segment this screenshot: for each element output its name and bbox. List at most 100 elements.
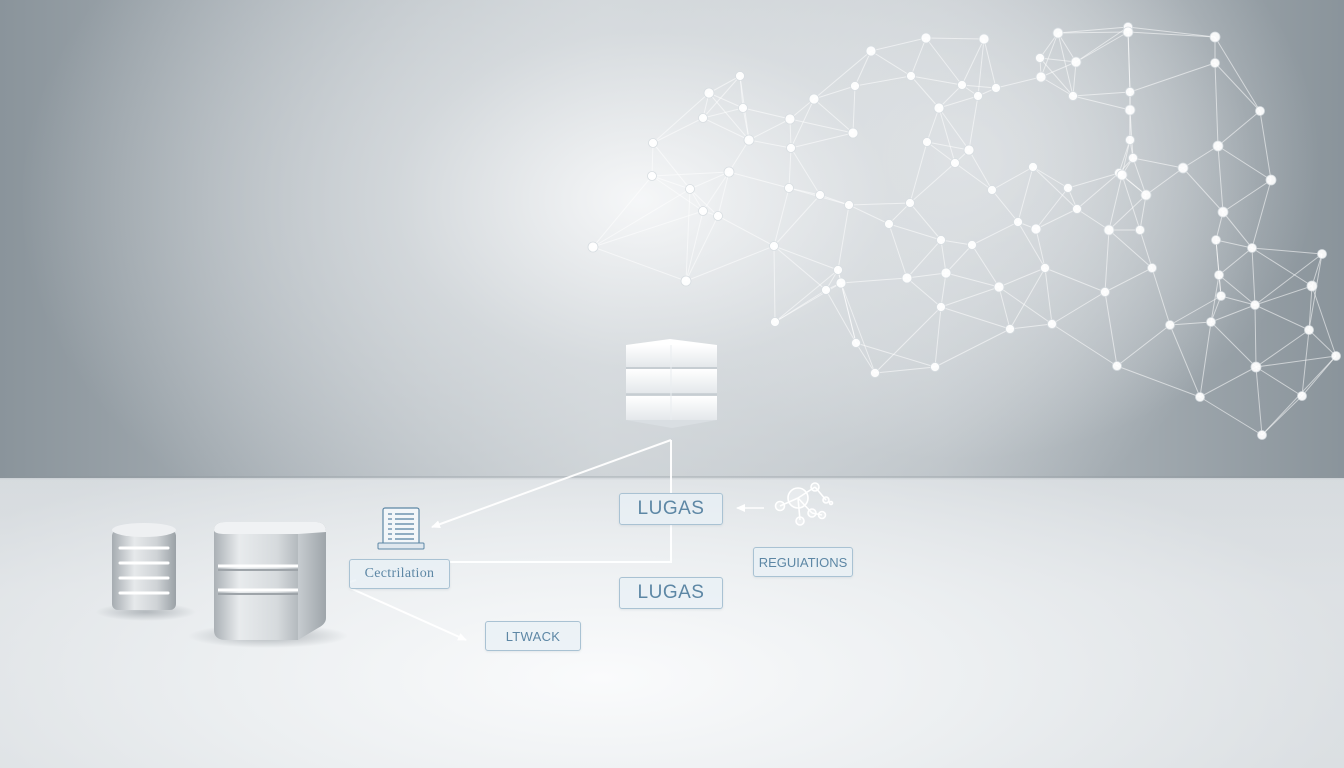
network-node: [870, 368, 880, 378]
network-node: [1210, 58, 1220, 68]
network-edge: [1009, 323, 1053, 330]
network-node: [1047, 319, 1057, 329]
network-edge: [1217, 145, 1272, 181]
network-edge: [1051, 323, 1118, 367]
network-edge: [1108, 194, 1147, 231]
network-node: [1135, 225, 1145, 235]
network-edge: [1132, 157, 1184, 169]
network-node: [1063, 183, 1073, 193]
network-edge: [702, 117, 750, 141]
network-edge: [1076, 208, 1110, 231]
network-edge: [813, 50, 872, 100]
network-node: [1040, 263, 1050, 273]
network-edge: [790, 132, 854, 149]
network-edge: [1218, 274, 1256, 306]
network-edge: [1057, 26, 1129, 34]
network-edge: [1040, 32, 1059, 78]
certification-label[interactable]: Cectrilation: [349, 559, 450, 589]
network-edge: [968, 95, 979, 151]
network-edge: [1044, 267, 1053, 325]
network-edge: [888, 223, 942, 241]
network-node: [957, 80, 967, 90]
network-edge: [1182, 167, 1224, 213]
network-node: [1250, 300, 1260, 310]
network-edge: [910, 37, 927, 77]
network-node: [770, 317, 780, 327]
network-node: [901, 272, 913, 284]
network-edge: [1222, 211, 1253, 249]
network-edge: [1044, 267, 1106, 293]
network-edge: [1255, 329, 1310, 368]
regulations-label[interactable]: REGUIATIONS: [753, 547, 853, 577]
network-edge: [1132, 157, 1147, 196]
network-edge: [651, 175, 704, 212]
network-edge: [1254, 304, 1310, 331]
network-node: [808, 93, 820, 105]
network-node: [735, 71, 745, 81]
network-edge: [592, 210, 704, 248]
network-edge: [592, 188, 691, 248]
network-edge: [1104, 291, 1118, 367]
network-edge: [995, 76, 1042, 89]
network-edge: [1182, 145, 1219, 169]
network-edge: [940, 306, 1011, 330]
network-edge: [938, 107, 956, 164]
network-edge: [1301, 329, 1310, 397]
network-edge: [906, 277, 942, 308]
network-edge: [1129, 109, 1134, 159]
network-edge: [854, 75, 912, 87]
network-edge: [1301, 355, 1337, 397]
network-edge: [1251, 247, 1313, 287]
network-node: [713, 211, 723, 221]
network-edge: [1254, 253, 1323, 306]
network-node: [1100, 287, 1110, 297]
network-edge: [934, 306, 942, 368]
network-edge: [926, 141, 970, 151]
network-edge: [1199, 321, 1212, 398]
network-edge: [1199, 396, 1263, 436]
network-node: [1255, 106, 1265, 116]
network-edge: [825, 289, 857, 344]
network-edge: [854, 50, 872, 87]
network-edge: [708, 92, 750, 141]
network-edge: [1308, 285, 1313, 331]
network-edge: [961, 38, 985, 86]
network-edge: [773, 194, 821, 247]
network-edge: [774, 269, 839, 323]
network-node: [698, 206, 708, 216]
network-edge: [925, 37, 963, 86]
network-edge: [991, 166, 1034, 191]
network-edge: [998, 267, 1046, 288]
lugas-label-top[interactable]: LUGAS: [619, 493, 723, 525]
network-node: [1070, 56, 1082, 68]
network-edge: [1035, 208, 1078, 230]
network-edge: [1129, 62, 1216, 93]
network-edge: [1017, 221, 1046, 269]
network-edge: [652, 117, 704, 144]
network-edge: [852, 85, 856, 134]
network-edge: [938, 95, 979, 109]
network-edge: [708, 92, 744, 109]
network-edge: [1254, 304, 1257, 368]
network-edge: [651, 175, 691, 190]
network-edge: [1214, 62, 1261, 112]
network-edge: [1214, 36, 1261, 112]
lugas-label-bottom[interactable]: LUGAS: [619, 577, 723, 609]
network-edge: [685, 245, 775, 282]
network-edge: [855, 342, 936, 368]
network-edge: [1040, 61, 1077, 78]
ltwack-label[interactable]: LTWACK: [485, 621, 581, 651]
network-edge: [702, 171, 730, 212]
network-edge: [1009, 267, 1046, 330]
network-node: [936, 302, 946, 312]
network-node: [1331, 351, 1341, 361]
network-node: [1306, 280, 1318, 292]
network-edge: [906, 239, 942, 279]
network-edge: [977, 38, 985, 97]
network-edge: [592, 246, 687, 282]
network-node: [905, 198, 915, 208]
network-edge: [837, 204, 850, 271]
network-node: [1250, 361, 1262, 373]
network-node: [784, 113, 796, 125]
